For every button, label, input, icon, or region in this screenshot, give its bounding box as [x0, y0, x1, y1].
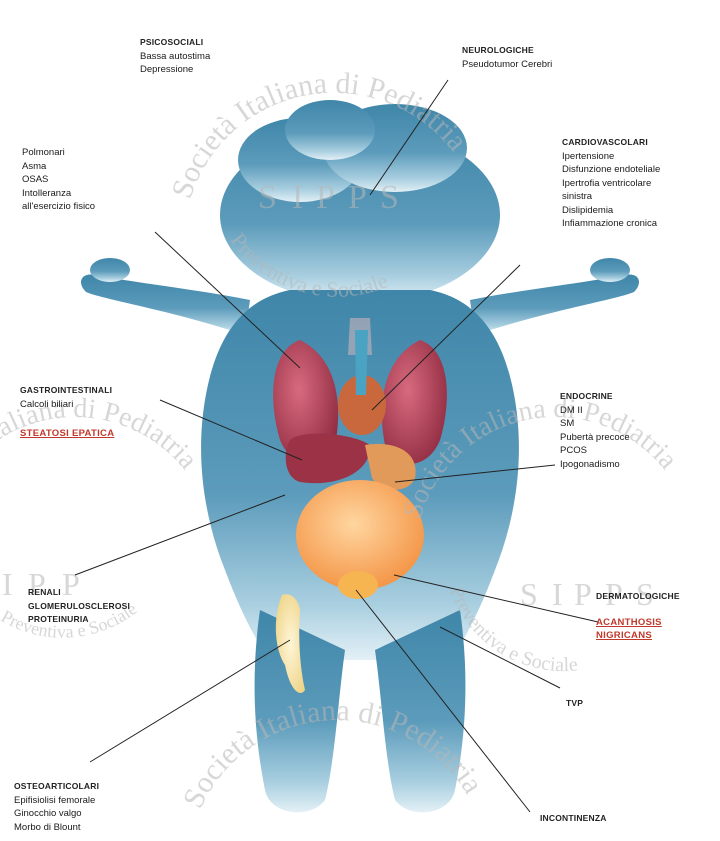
category-item: Infiammazione cronica — [562, 217, 660, 231]
watermark-letter: P — [348, 179, 367, 216]
category-item: Pubertà precoce — [560, 431, 630, 445]
watermark-letter: S — [380, 179, 399, 216]
category-item: Intolleranza — [22, 187, 95, 201]
category-title: NEUROLOGICHE — [462, 44, 552, 58]
category-title: CARDIOVASCOLARI — [562, 136, 660, 150]
category-item: Ipogonadismo — [560, 458, 630, 472]
label-polmonari: Polmonari Asma OSAS Intolleranza all'ese… — [22, 146, 95, 214]
category-item: GLOMERULOSCLEROSI — [28, 600, 130, 614]
category-title: PSICOSOCIALI — [140, 36, 210, 50]
category-title: TVP — [566, 697, 583, 711]
category-title: ENDOCRINE — [560, 390, 630, 404]
label-neurologiche: NEUROLOGICHE Pseudotumor Cerebri — [462, 44, 552, 71]
category-item: SM — [560, 417, 630, 431]
aorta — [355, 330, 368, 395]
watermark-letter: I — [292, 179, 303, 216]
highlighted-item: STEATOSI EPATICA — [20, 427, 114, 441]
category-item: sinistra — [562, 190, 660, 204]
category-item: Depressione — [140, 63, 210, 77]
label-psicosociali: PSICOSOCIALI Bassa autostima Depressione — [140, 36, 210, 77]
category-item: Ipertrofia ventricolare — [562, 177, 660, 191]
category-item: Pseudotumor Cerebri — [462, 58, 552, 72]
category-item: OSAS — [22, 173, 95, 187]
category-item: DM II — [560, 404, 630, 418]
category-item: Dislipidemia — [562, 204, 660, 218]
label-dermatologiche: DERMATOLOGICHE ACANTHOSIS NIGRICANS — [596, 590, 680, 643]
watermark-letter: P — [316, 179, 335, 216]
category-title: INCONTINENZA — [540, 812, 607, 826]
category-item: all'esercizio fisico — [22, 200, 95, 214]
watermark-letter: I — [552, 576, 563, 612]
label-tvp: TVP — [566, 697, 583, 711]
label-incontinenza: INCONTINENZA — [540, 812, 607, 826]
category-item: Asma — [22, 160, 95, 174]
highlighted-item: ACANTHOSIS — [596, 616, 662, 630]
category-title: Polmonari — [22, 146, 95, 160]
category-item: PROTEINURIA — [28, 613, 130, 627]
label-gastrointestinali: GASTROINTESTINALI Calcoli biliari STEATO… — [20, 384, 114, 441]
category-item: Bassa autostima — [140, 50, 210, 64]
highlighted-item: NIGRICANS — [596, 629, 652, 643]
category-item: Disfunzione endoteliale — [562, 163, 660, 177]
category-item: Ginocchio valgo — [14, 807, 99, 821]
category-title: GASTROINTESTINALI — [20, 384, 114, 398]
category-title: DERMATOLOGICHE — [596, 590, 680, 604]
label-renali: RENALI GLOMERULOSCLEROSI PROTEINURIA — [28, 586, 130, 627]
category-item: Morbo di Blount — [14, 821, 99, 835]
category-item: Ipertensione — [562, 150, 660, 164]
watermark-letter: P — [574, 576, 592, 612]
watermark-letter: I — [2, 566, 13, 602]
watermark-letter: S — [520, 576, 538, 612]
label-cardiovascolari: CARDIOVASCOLARI Ipertensione Disfunzione… — [562, 136, 660, 231]
category-title: OSTEOARTICOLARI — [14, 780, 99, 794]
category-item: PCOS — [560, 444, 630, 458]
category-item: Calcoli biliari — [20, 398, 114, 412]
category-title: RENALI — [28, 586, 130, 600]
bladder — [338, 571, 378, 599]
label-osteoarticolari: OSTEOARTICOLARI Epifisiolisi femorale Gi… — [14, 780, 99, 834]
watermark-letter: S — [258, 179, 277, 216]
label-endocrine: ENDOCRINE DM II SM Pubertà precoce PCOS … — [560, 390, 630, 471]
category-item: Epifisiolisi femorale — [14, 794, 99, 808]
